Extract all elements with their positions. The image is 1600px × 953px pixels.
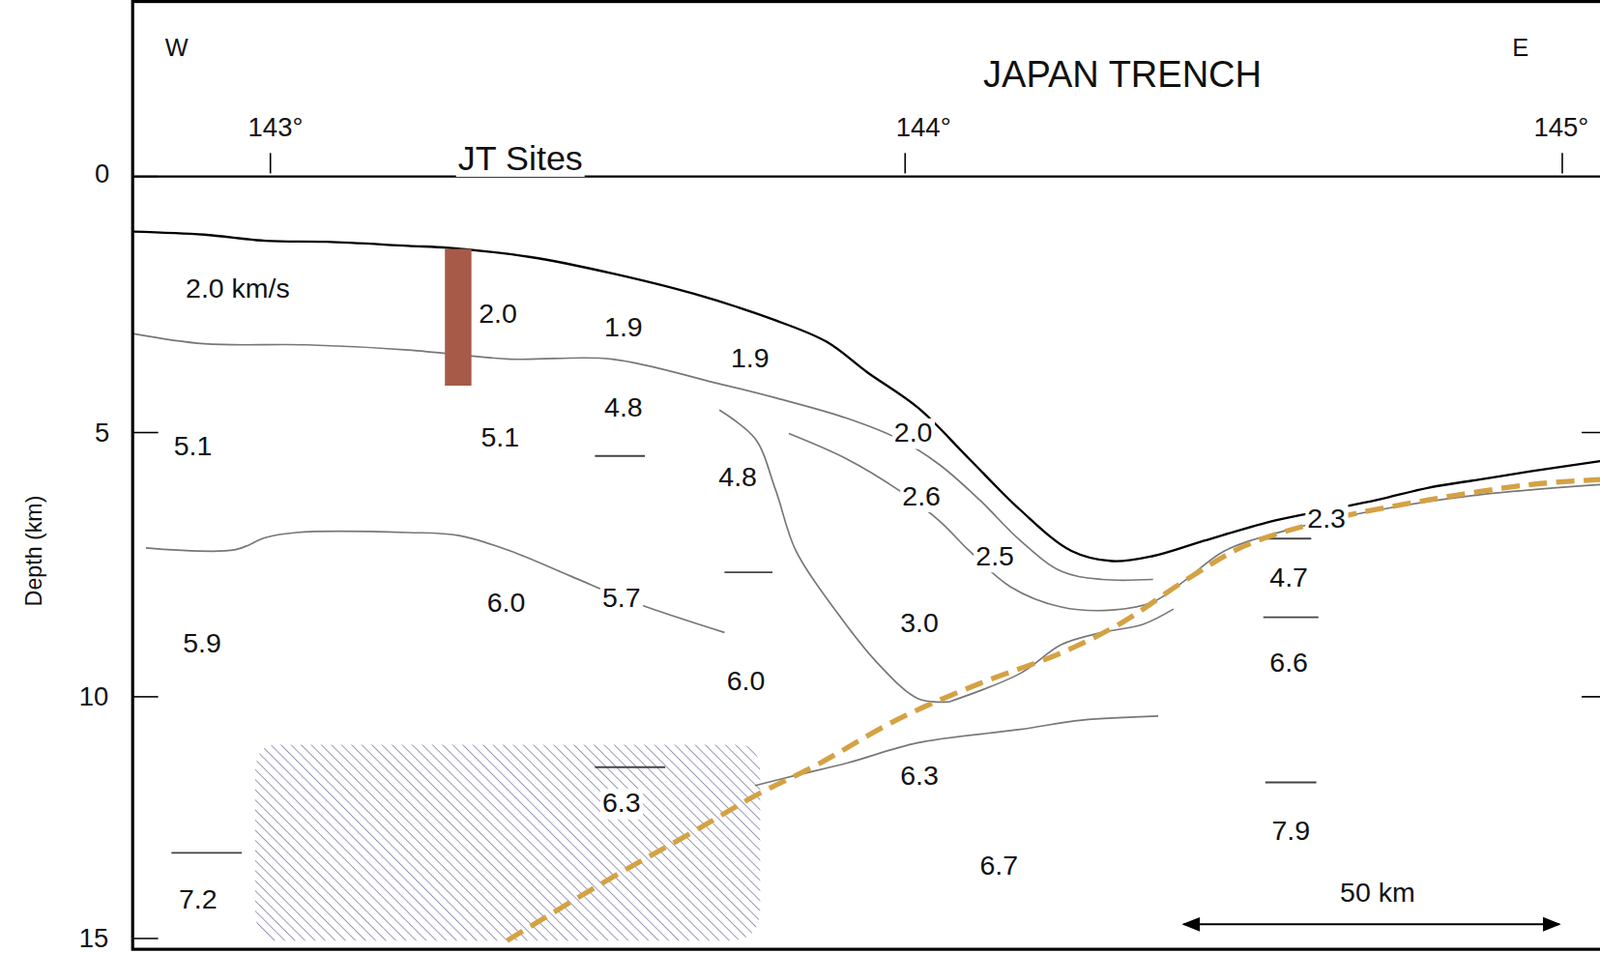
label: 2.0 km/s — [183, 274, 292, 305]
label: 6.6 — [1267, 647, 1310, 678]
label: JT Sites — [456, 139, 585, 177]
label: E — [1510, 34, 1531, 62]
label: 6.7 — [977, 850, 1020, 881]
label: 50 km — [1338, 878, 1418, 909]
drill-site — [444, 249, 471, 386]
label: 4.8 — [602, 393, 645, 424]
label: 2.0 — [476, 298, 520, 329]
label: JAPAN TRENCH — [981, 54, 1264, 95]
label: 143° — [245, 113, 305, 143]
label: 7.2 — [176, 884, 220, 915]
scale-bar — [1183, 923, 1559, 926]
axis-tick — [1581, 696, 1600, 699]
label: 144° — [894, 113, 954, 143]
label: Depth (km) — [22, 493, 48, 609]
axis-tick — [903, 152, 906, 174]
label: 7.9 — [1269, 816, 1312, 847]
label: 6.3 — [600, 788, 643, 819]
label: 4.8 — [716, 462, 759, 493]
axis-tick — [132, 696, 158, 699]
layer-boundary — [788, 434, 1600, 611]
layer-boundary — [145, 531, 725, 634]
plate-boundary — [507, 479, 1600, 941]
label: 3.0 — [898, 608, 941, 639]
label: 1.9 — [602, 313, 645, 344]
label: 6.0 — [725, 666, 768, 697]
label: 2.5 — [973, 542, 1017, 573]
sea-level — [132, 175, 1600, 178]
layer-tick — [594, 455, 645, 458]
label: 2.3 — [1305, 504, 1348, 535]
seafloor — [132, 232, 1600, 562]
label: 5.1 — [478, 423, 522, 454]
label: 6.3 — [898, 761, 941, 792]
axis-tick — [132, 175, 158, 178]
label: 0 — [92, 158, 112, 188]
label: 10 — [77, 682, 112, 712]
label: 15 — [77, 924, 112, 953]
label: 4.7 — [1267, 563, 1310, 594]
layer-tick — [1265, 782, 1317, 785]
axis-tick — [132, 937, 158, 940]
axis-tick — [1561, 152, 1564, 174]
layer-boundary — [719, 409, 949, 702]
layer-boundary — [132, 333, 1154, 581]
label: 6.0 — [485, 588, 528, 619]
layer-tick — [594, 766, 666, 769]
label: 5 — [92, 417, 112, 447]
axis-tick — [1581, 432, 1600, 435]
axis-tick — [132, 432, 158, 435]
label: 5.9 — [180, 628, 224, 659]
label: 5.7 — [600, 583, 643, 614]
layer-tick — [724, 571, 773, 574]
label: 145° — [1531, 113, 1591, 143]
label: 1.9 — [728, 344, 772, 375]
layer-boundary — [755, 716, 1159, 786]
label: 2.6 — [900, 481, 943, 512]
layer-tick — [171, 851, 242, 854]
layer-tick — [1263, 616, 1319, 619]
label: 5.1 — [172, 432, 215, 463]
layer-boundary — [949, 609, 1174, 702]
axis-tick — [269, 152, 272, 174]
label: 2.0 — [892, 418, 935, 449]
label: W — [163, 34, 191, 62]
hatched-zone — [255, 745, 760, 942]
frame — [132, 1, 1600, 951]
